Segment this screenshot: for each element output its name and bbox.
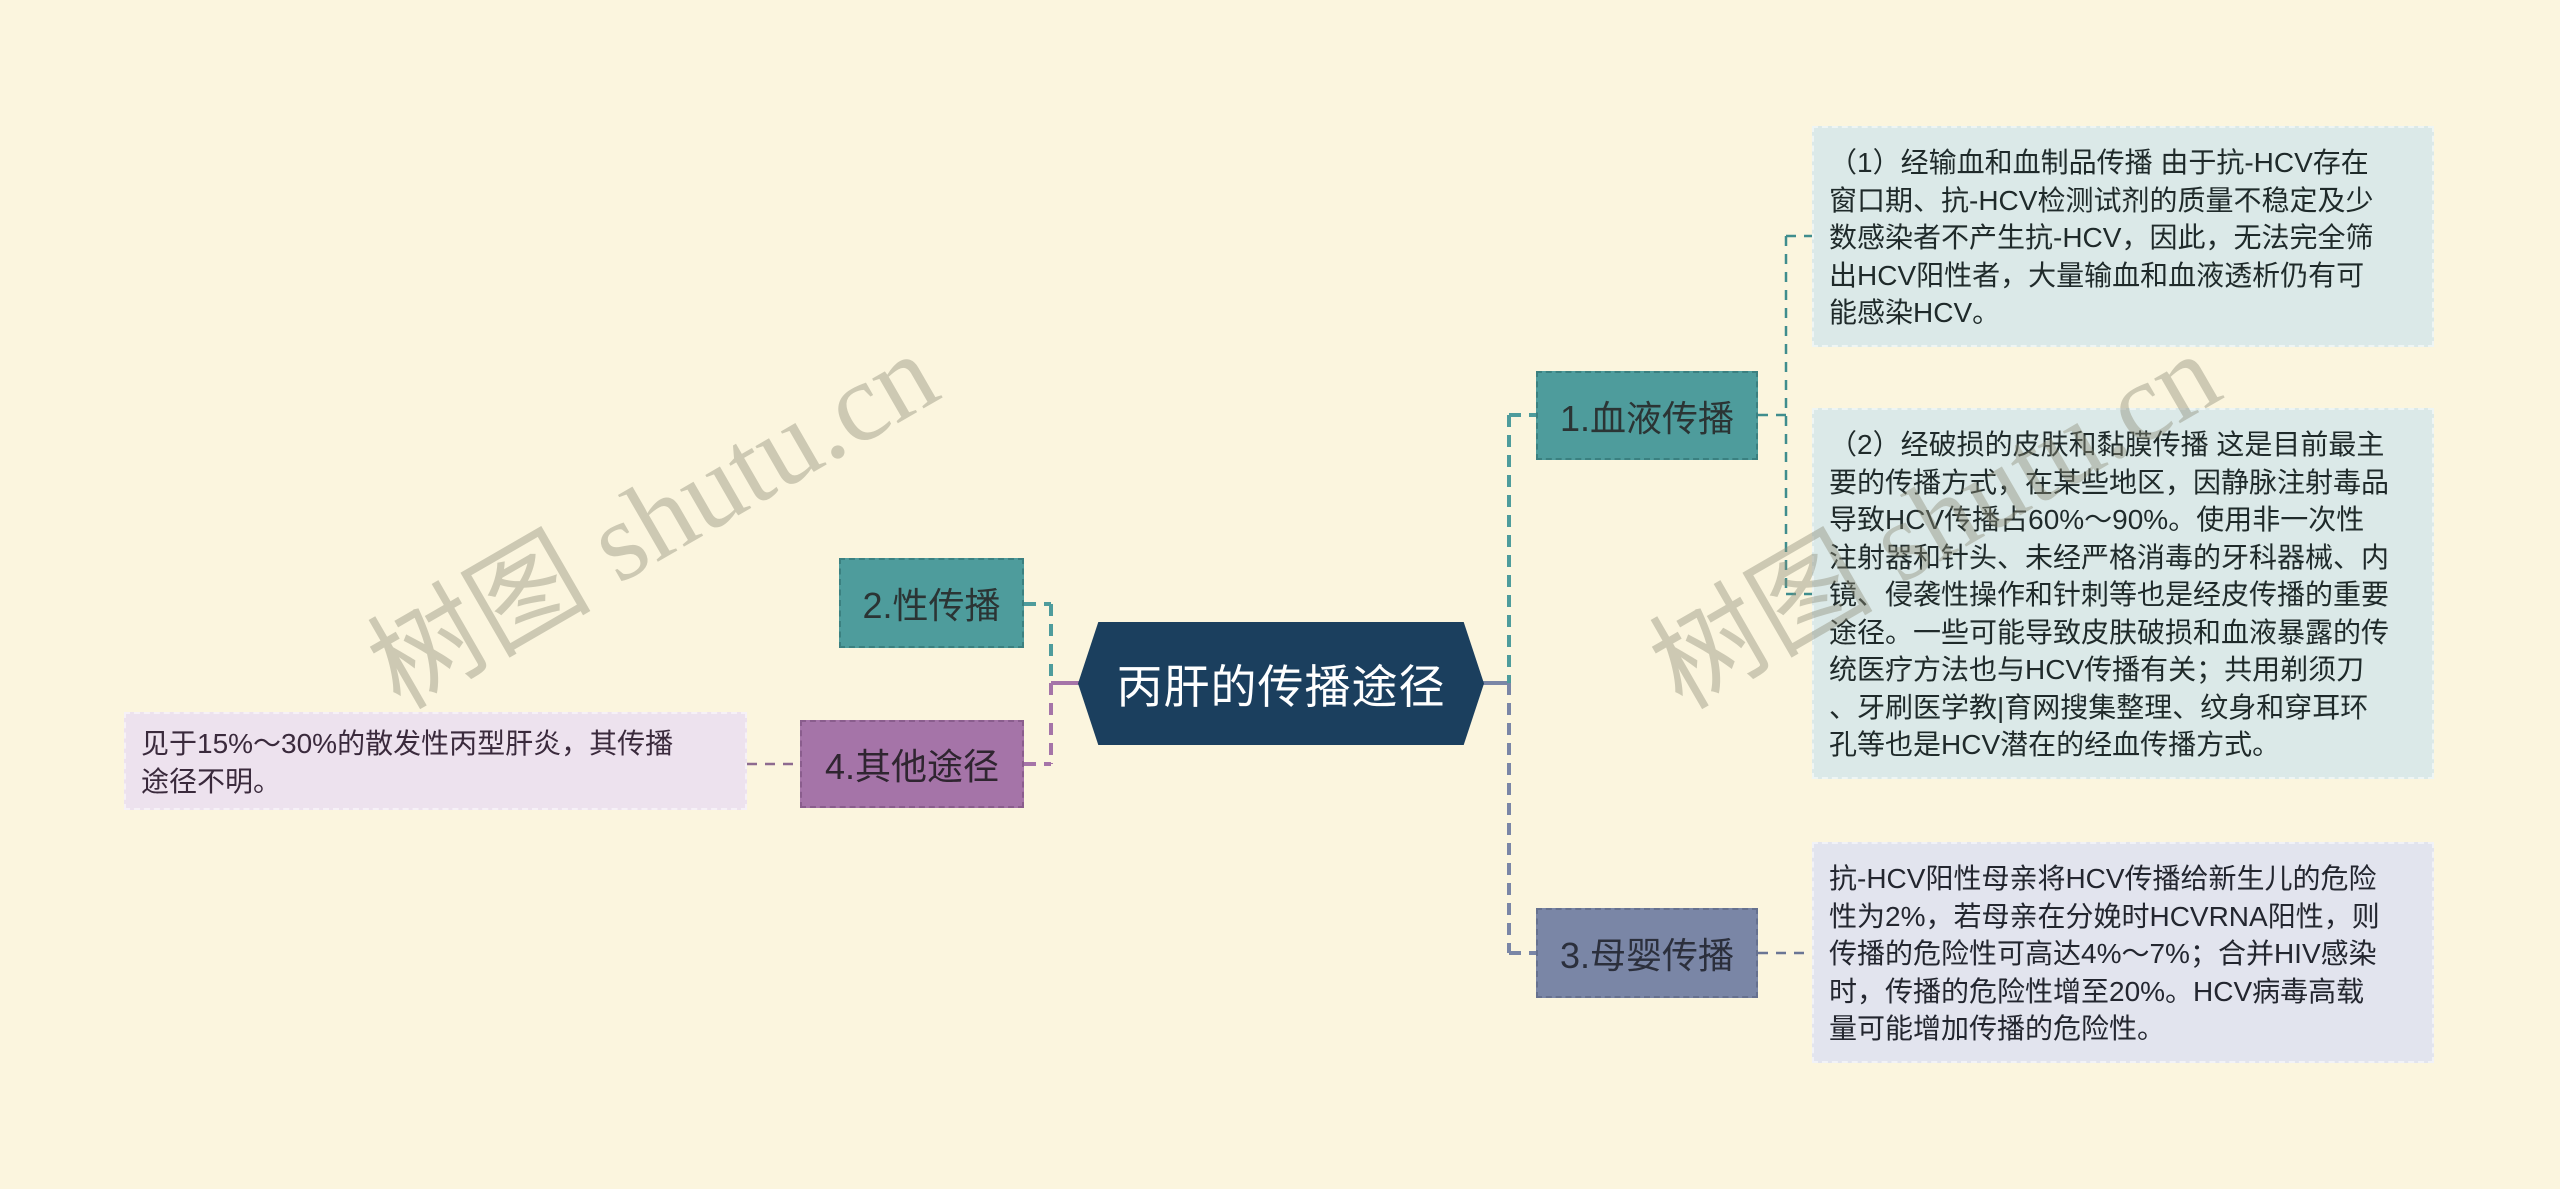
leaf-text-line: 能感染HCV。 [1829, 297, 2001, 328]
leaf-text-line: 统医疗方法也与HCV传播有关；共用剃须刀 [1829, 654, 2365, 685]
leaf-text-line: 性为2%，若母亲在分娩时HCVRNA阳性，则 [1829, 900, 2380, 932]
leaf-text-line: 要的传播方式，在某些地区，因静脉注射毒品 [1829, 466, 2390, 498]
leaf-text-line: 途径。一些可能导致皮肤破损和血液暴露的传 [1829, 616, 2390, 648]
leaf-text-line: 量可能增加传播的危险性。 [1829, 1013, 2166, 1044]
leaf-text-line: 导致HCV传播占60%～90%。使用非一次性 [1829, 504, 2365, 535]
leaf-text-line: 途径不明。 [141, 765, 282, 797]
branch-label: 1.血液传播 [1559, 397, 1735, 439]
branch-sexual-transmission: 2.性传播 [839, 558, 1024, 648]
branch-other-routes: 4.其他途径 [800, 720, 1024, 808]
leaf-text-line: 时，传播的危险性增至20%。HCV病毒高载 [1829, 975, 2365, 1007]
leaf-text-line: 出HCV阳性者，大量输血和血液透析仍有可 [1829, 259, 2365, 291]
leaf-text-line: （2）经破损的皮肤和黏膜传播 这是目前最主 [1829, 429, 2385, 460]
root-title: 丙肝的传播途径 [1116, 660, 1446, 713]
leaf-text-line: 抗-HCV阳性母亲将HCV传播给新生儿的危险 [1829, 863, 2377, 894]
leaf-text-line: 镜、侵袭性操作和针刺等也是经皮传播的重要 [1829, 579, 2390, 610]
leaf-text-line: 传播的危险性可高达4%～7%；合并HIV感染 [1829, 938, 2377, 969]
leaf-maternal-risk: 抗-HCV阳性母亲将HCV传播给新生儿的危险 性为2%，若母亲在分娩时HCVRN… [1812, 842, 2434, 1063]
leaf-skin-mucosa: （2）经破损的皮肤和黏膜传播 这是目前最主 要的传播方式，在某些地区，因静脉注射… [1812, 408, 2434, 779]
branch-blood-transmission: 1.血液传播 [1536, 371, 1758, 460]
branch-label: 4.其他途径 [824, 746, 1000, 787]
leaf-text-line: 窗口期、抗-HCV检测试剂的质量不稳定及少 [1829, 184, 2374, 216]
leaf-unknown-route: 见于15%～30%的散发性丙型肝炎，其传播 途径不明。 [124, 712, 747, 810]
leaf-text-line: 见于15%～30%的散发性丙型肝炎，其传播 [141, 728, 674, 759]
leaf-text-line: 数感染者不产生抗-HCV，因此，无法完全筛 [1829, 222, 2374, 253]
leaf-blood-products: （1）经输血和血制品传播 由于抗-HCV存在 窗口期、抗-HCV检测试剂的质量不… [1812, 126, 2434, 347]
branch-maternal-transmission: 3.母婴传播 [1536, 908, 1758, 998]
branch-label: 2.性传播 [862, 585, 1001, 626]
leaf-text-line: 、牙刷医学教|育网搜集整理、纹身和穿耳环 [1829, 691, 2369, 723]
branch-label: 3.母婴传播 [1559, 935, 1735, 976]
leaf-text-line: 注射器和针头、未经严格消毒的牙科器械、内 [1829, 541, 2390, 573]
root-node: 丙肝的传播途径 [1078, 622, 1484, 745]
leaf-text-line: 孔等也是HCV潜在的经血传播方式。 [1829, 729, 2281, 760]
leaf-text-line: （1）经输血和血制品传播 由于抗-HCV存在 [1829, 147, 2369, 178]
